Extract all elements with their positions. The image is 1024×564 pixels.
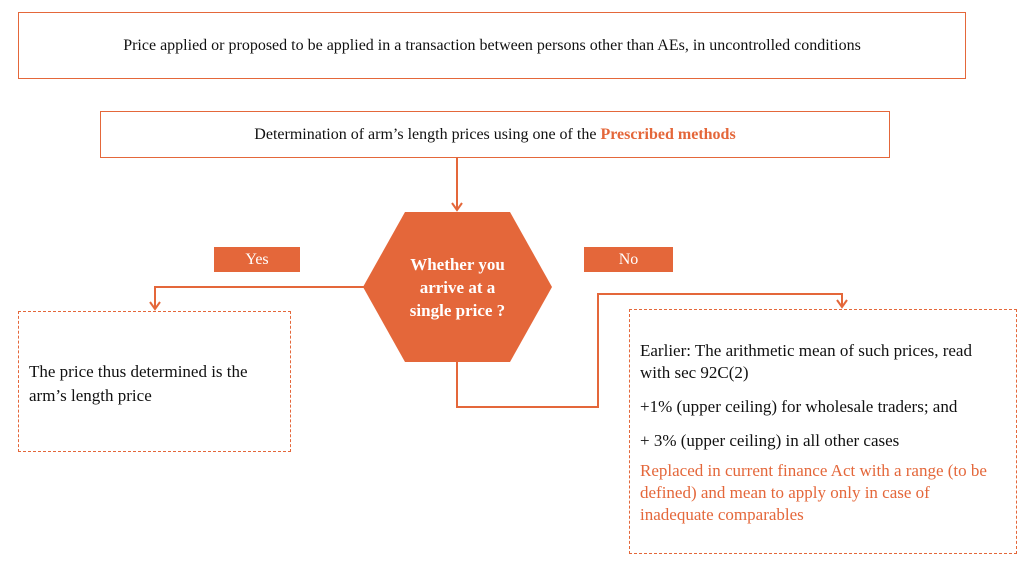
decision-hexagon xyxy=(363,212,552,362)
no-connector xyxy=(456,293,843,408)
prescribed-methods-highlight: Prescribed methods xyxy=(600,125,736,143)
decision-line: single price ? xyxy=(409,300,506,320)
determination-box: Determination of arm’s length prices usi… xyxy=(100,111,890,158)
decision-line: arrive at a xyxy=(419,277,496,297)
earlier-rule-text: Earlier: The arithmetic mean of such pri… xyxy=(640,341,972,382)
no-result-box: Earlier: The arithmetic mean of such pri… xyxy=(629,309,1017,554)
yes-result-text: The price thus determined is the arm’s l… xyxy=(29,362,248,405)
replacement-note: Replaced in current finance Act with a r… xyxy=(640,461,987,524)
arrowhead xyxy=(836,299,848,309)
yes-result-box: The price thus determined is the arm’s l… xyxy=(18,311,291,452)
decision-text: Whether you arrive at a single price ? xyxy=(363,212,552,362)
arrowhead xyxy=(451,202,463,212)
determination-text: Determination of arm’s length prices usi… xyxy=(254,125,601,143)
arrowhead xyxy=(149,301,161,311)
wholesale-ceiling-text: +1% (upper ceiling) for wholesale trader… xyxy=(640,397,958,416)
yes-connector xyxy=(154,286,365,309)
decision-line: Whether you xyxy=(410,254,505,274)
uncontrolled-price-box: Price applied or proposed to be applied … xyxy=(18,12,966,79)
uncontrolled-price-text: Price applied or proposed to be applied … xyxy=(123,36,861,54)
no-label: No xyxy=(584,247,673,272)
other-cases-ceiling-text: + 3% (upper ceiling) in all other cases xyxy=(640,431,900,450)
yes-label: Yes xyxy=(214,247,300,272)
